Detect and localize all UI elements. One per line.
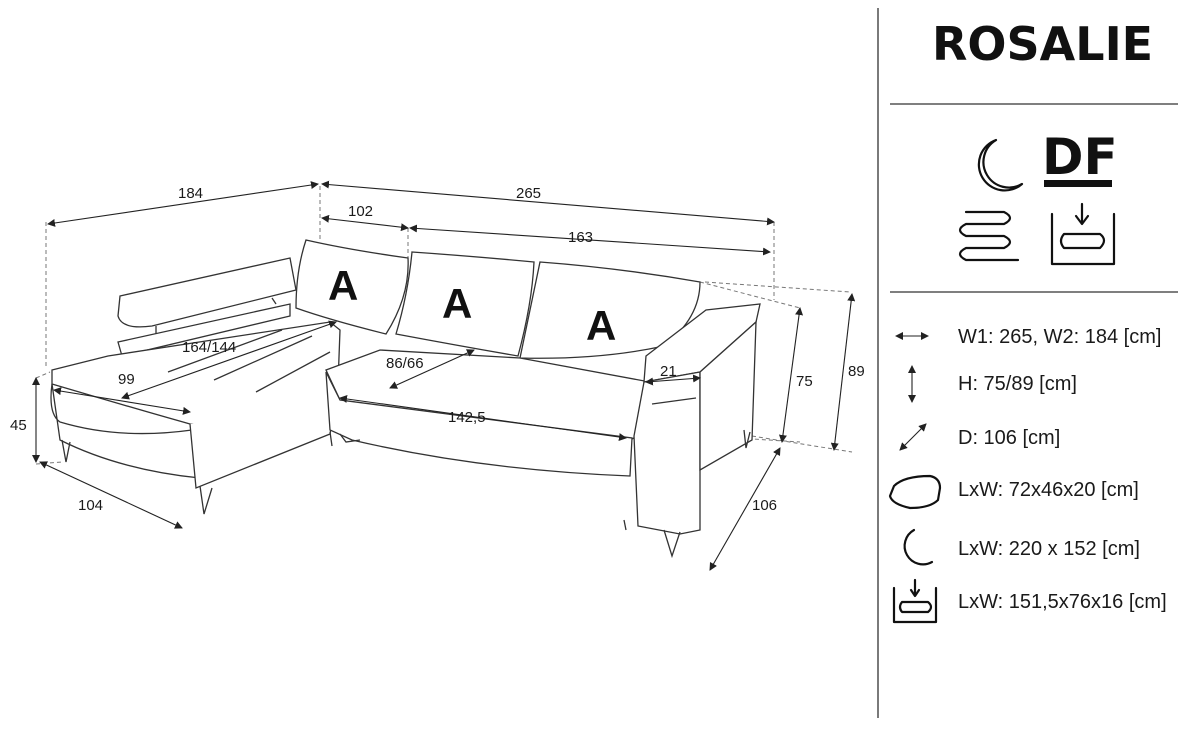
depth-arrows-icon bbox=[899, 423, 927, 451]
dim-w2-total: 184 bbox=[178, 185, 203, 202]
df-underline bbox=[1044, 180, 1112, 187]
springs-icon bbox=[958, 210, 1020, 262]
dimension-lines bbox=[32, 180, 856, 571]
dim-seat-99: 99 bbox=[118, 371, 135, 388]
pillow-labels: A A A bbox=[328, 262, 616, 349]
product-title: ROSALIE bbox=[932, 17, 1153, 71]
df-badge: DF bbox=[1042, 128, 1118, 186]
dim-back-102: 102 bbox=[348, 203, 373, 220]
sleep-function-moon-icon bbox=[977, 138, 1024, 192]
dimension-labels: 184 265 102 163 164/144 86/66 99 21 75 8… bbox=[10, 185, 865, 514]
spec-sleeping-area: LxW: 220 x 152 [cm] bbox=[958, 538, 1140, 560]
spec-width: W1: 265, W2: 184 [cm] bbox=[958, 326, 1161, 348]
spec-storage: LxW: 151,5x76x16 [cm] bbox=[958, 591, 1167, 613]
pillow-label: A bbox=[442, 280, 472, 327]
dim-back-163: 163 bbox=[568, 229, 593, 246]
dim-depth-106: 106 bbox=[752, 497, 777, 514]
dim-seat-142-5: 142,5 bbox=[448, 409, 486, 426]
storage-container-icon bbox=[1050, 202, 1116, 266]
sofa-outline bbox=[35, 186, 853, 559]
pillow-icon bbox=[888, 474, 942, 510]
spec-depth: D: 106 [cm] bbox=[958, 427, 1060, 449]
dim-armrest-21: 21 bbox=[660, 363, 677, 380]
dim-depth-86-66: 86/66 bbox=[386, 355, 424, 372]
dim-seat-height-45: 45 bbox=[10, 417, 27, 434]
dim-diag-164-144: 164/144 bbox=[182, 339, 236, 356]
storage-box-icon bbox=[892, 578, 938, 624]
pillow-label: A bbox=[328, 262, 358, 309]
spec-height: H: 75/89 [cm] bbox=[958, 373, 1077, 395]
dim-w1-total: 265 bbox=[516, 185, 541, 202]
dim-height-75: 75 bbox=[796, 373, 813, 390]
spec-pillow: LxW: 72x46x20 [cm] bbox=[958, 479, 1139, 501]
dim-chaise-104: 104 bbox=[78, 497, 103, 514]
dim-height-89: 89 bbox=[848, 363, 865, 380]
pillow-label: A bbox=[586, 302, 616, 349]
spec-list: W1: 265, W2: 184 [cm] H: 75/89 [cm] D: 1… bbox=[958, 326, 1167, 613]
sleep-moon-icon bbox=[903, 528, 934, 566]
